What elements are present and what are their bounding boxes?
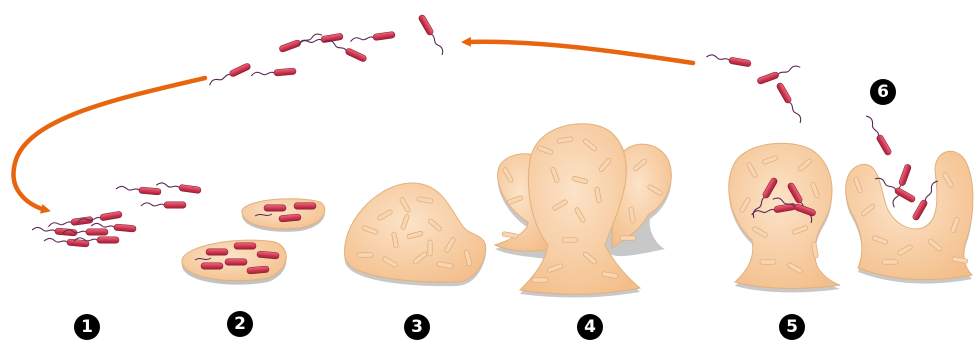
stage-label-6-text: 6 (877, 82, 889, 102)
stage-label-1: 1 (74, 314, 100, 340)
cycle-arrow-dispersal (466, 42, 693, 63)
stage-3-maturation-one (345, 183, 486, 286)
stage-6-release (846, 114, 973, 284)
stage-label-3-text: 3 (411, 317, 423, 337)
stage-4-maturation-two (495, 124, 671, 298)
stage-5-dispersion (729, 143, 840, 292)
stage-label-5-text: 5 (786, 317, 798, 337)
planktonic-bacteria-top (208, 14, 446, 87)
stage-2-microcolonies (182, 199, 325, 285)
stage-1-attachment (32, 181, 201, 247)
stage-label-5: 5 (779, 314, 805, 340)
stage-label-2: 2 (227, 311, 253, 337)
dispersing-bacteria (706, 53, 804, 124)
stage-label-6: 6 (870, 79, 896, 105)
stage-label-1-text: 1 (81, 317, 93, 337)
stage-label-2-text: 2 (234, 314, 246, 334)
stage-label-4: 4 (577, 314, 603, 340)
stage-label-4-text: 4 (584, 317, 596, 337)
cycle-arrow-return (13, 78, 205, 210)
stage-label-3: 3 (404, 314, 430, 340)
